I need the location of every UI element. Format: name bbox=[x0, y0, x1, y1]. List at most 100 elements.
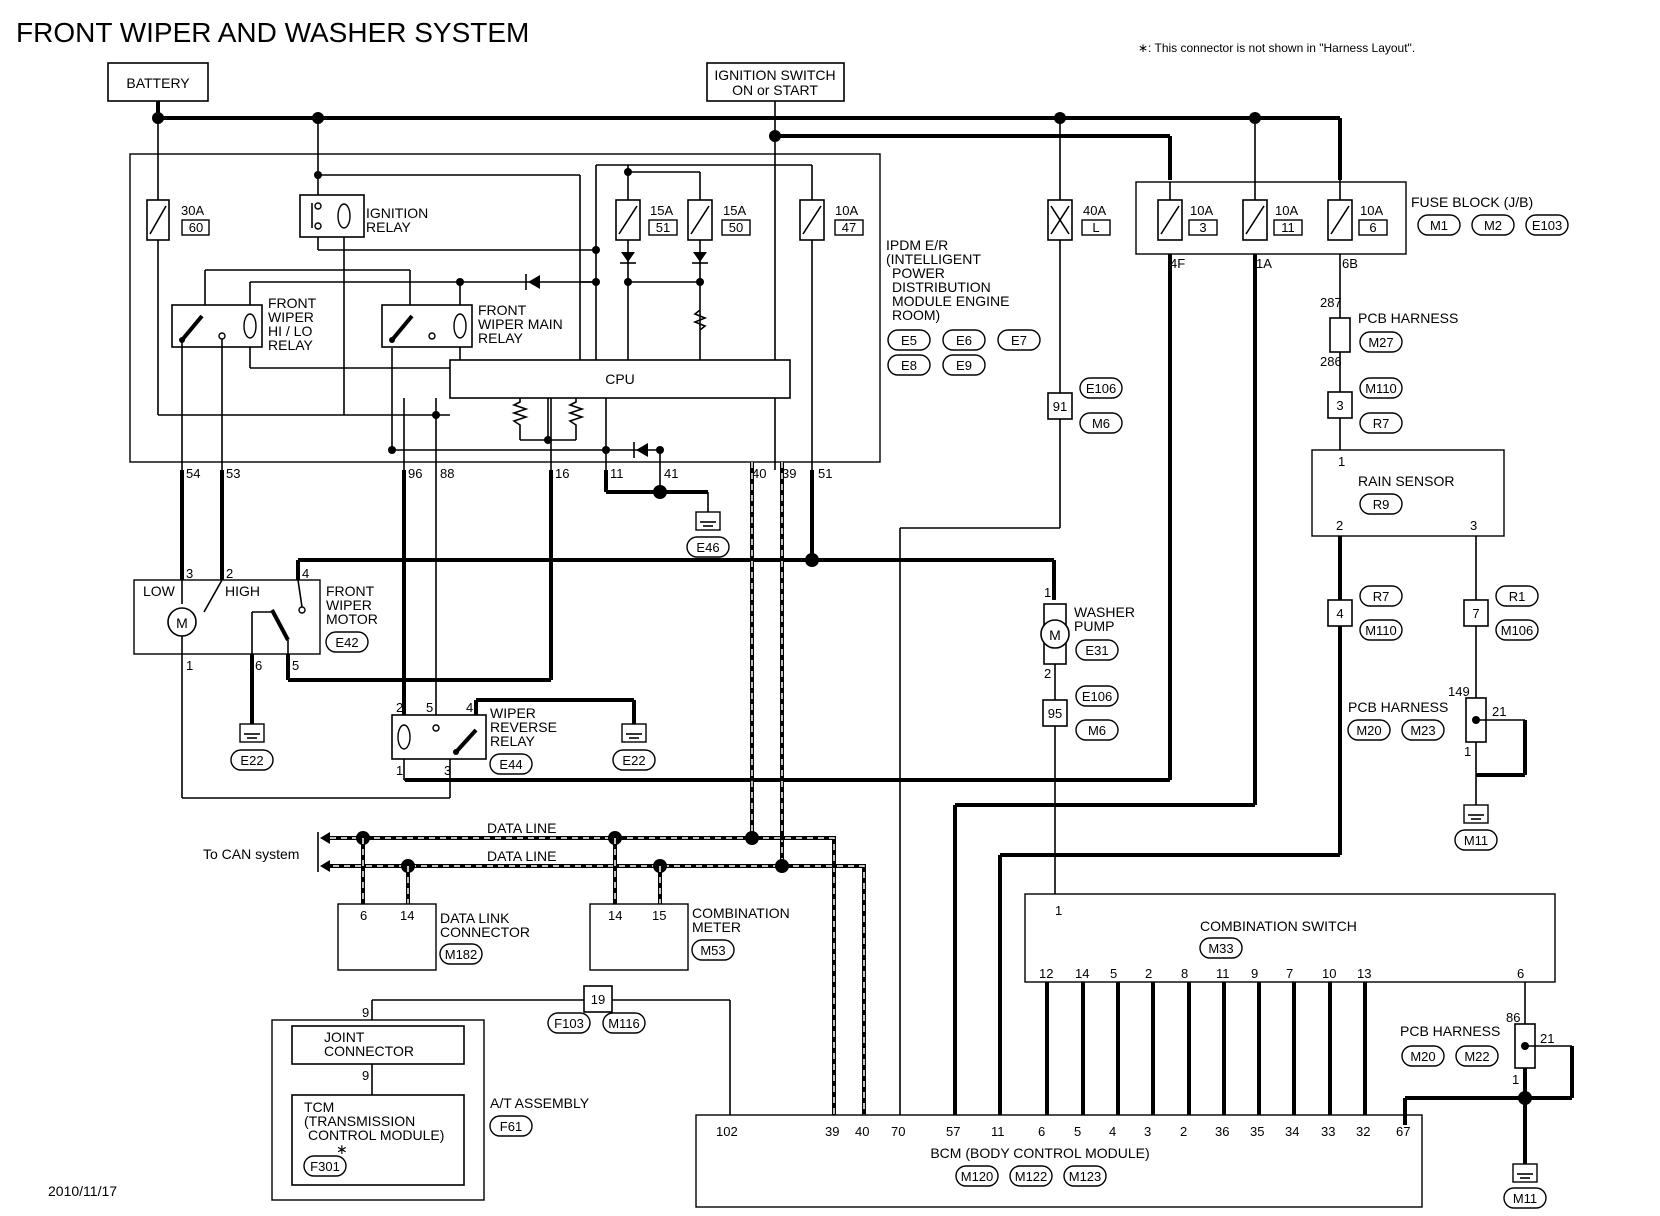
battery-label: BATTERY bbox=[126, 75, 190, 91]
pcb-top-label: PCB HARNESS bbox=[1358, 310, 1458, 326]
joint-19-no: 19 bbox=[591, 992, 605, 1007]
joint-95-c1: E106 bbox=[1082, 689, 1112, 704]
dlc-p2: 14 bbox=[400, 908, 414, 923]
ipdm-label-2: (INTELLIGENT bbox=[886, 251, 981, 267]
ground-e22b-label: E22 bbox=[622, 753, 645, 768]
motor-pin-1: 1 bbox=[186, 658, 193, 673]
cswitch-pin: 13 bbox=[1357, 966, 1371, 981]
cswitch-pin: 6 bbox=[1517, 966, 1524, 981]
rain-p2: 2 bbox=[1336, 518, 1343, 533]
ipdm-pin-11: 11 bbox=[610, 466, 624, 481]
bcm-pin: 4 bbox=[1109, 1124, 1116, 1139]
rain-conn: R9 bbox=[1373, 497, 1390, 512]
dlc-p1: 6 bbox=[360, 908, 367, 923]
bcm-pin: 35 bbox=[1250, 1124, 1264, 1139]
bcm-pin: 2 bbox=[1180, 1124, 1187, 1139]
ignition-label-2: ON or START bbox=[732, 82, 818, 98]
reverse-label-2: REVERSE bbox=[490, 719, 557, 735]
joint-4-c1: R7 bbox=[1373, 589, 1390, 604]
motor-label-1: FRONT bbox=[326, 583, 375, 599]
can-data-lines: To CAN system DATA LINE DATA LINE bbox=[203, 462, 866, 1115]
fuse-51-amp: 15A bbox=[650, 203, 673, 218]
reverse-pin-1: 1 bbox=[396, 763, 403, 778]
reverse-label-1: WIPER bbox=[490, 705, 536, 721]
motor-conn: E42 bbox=[335, 635, 358, 650]
pcb-bot-label: PCB HARNESS bbox=[1400, 1023, 1500, 1039]
tcm-label-1: TCM bbox=[304, 1099, 334, 1115]
fuse-block: 10A 3 10A 11 10A 6 4F 1A 6B FUSE BLOCK (… bbox=[405, 118, 1569, 1115]
ground-e22a-label: E22 bbox=[240, 753, 263, 768]
fuse-block-label: FUSE BLOCK (J/B) bbox=[1411, 194, 1533, 210]
washer-pump: 1 M 2 WASHER PUMP E31 95 E106 M6 bbox=[1040, 585, 1135, 894]
cswitch-label: COMBINATION SWITCH bbox=[1200, 918, 1357, 934]
pcb-mid-p3: 1 bbox=[1464, 744, 1471, 759]
motor-label-3: MOTOR bbox=[326, 611, 378, 627]
can-label: To CAN system bbox=[203, 846, 299, 862]
ignition-relay-label-1: IGNITION bbox=[366, 205, 428, 221]
pcb-bot-c2: M22 bbox=[1464, 1049, 1489, 1064]
dlc-conn: M182 bbox=[445, 947, 478, 962]
bcm-pin: 36 bbox=[1215, 1124, 1229, 1139]
diagram-date: 2010/11/17 bbox=[48, 1183, 117, 1199]
ipdm-pin-53: 53 bbox=[226, 466, 240, 481]
cswitch-pin: 10 bbox=[1322, 966, 1336, 981]
fusible-no: L bbox=[1092, 220, 1099, 235]
pcb-bot-p2: 21 bbox=[1540, 1031, 1554, 1046]
fb-fuse-3-no: 3 bbox=[1199, 220, 1206, 235]
bcm-pin: 3 bbox=[1144, 1124, 1151, 1139]
fuse-51-no: 51 bbox=[656, 220, 670, 235]
motor-m: M bbox=[176, 615, 188, 631]
washer-conn: E31 bbox=[1085, 643, 1108, 658]
main-relay-label-2: WIPER MAIN bbox=[478, 316, 563, 332]
ground-m11b-label: M11 bbox=[1513, 1191, 1537, 1206]
bcm-pin: 6 bbox=[1038, 1124, 1045, 1139]
tcm-conn: F301 bbox=[310, 1159, 340, 1174]
washer-p2: 2 bbox=[1044, 666, 1051, 681]
joint-19-c2: M116 bbox=[608, 1016, 640, 1031]
bcm-pin: 39 bbox=[825, 1124, 839, 1139]
motor-pin-4: 4 bbox=[302, 566, 309, 581]
joint-7-c2: M106 bbox=[1501, 623, 1534, 638]
ipdm-label-6: ROOM) bbox=[892, 307, 940, 323]
hilo-relay-label-2: WIPER bbox=[268, 309, 314, 325]
joint-91-c1: E106 bbox=[1086, 381, 1116, 396]
fb-conn-m1: M1 bbox=[1430, 218, 1448, 233]
bcm-label: BCM (BODY CONTROL MODULE) bbox=[930, 1145, 1149, 1161]
fuse-47-no: 47 bbox=[842, 220, 856, 235]
ground-e46-label: E46 bbox=[696, 540, 719, 555]
meter-label-1: COMBINATION bbox=[692, 905, 790, 921]
bcm-pin: 67 bbox=[1396, 1124, 1410, 1139]
power-bus: BATTERY IGNITION SWITCH ON or START bbox=[107, 62, 1342, 470]
fusible-amp: 40A bbox=[1083, 203, 1106, 218]
at-conn: F61 bbox=[500, 1119, 522, 1134]
meter-conn: M53 bbox=[700, 943, 725, 958]
cswitch-pin: 8 bbox=[1181, 966, 1188, 981]
washer-label-2: PUMP bbox=[1074, 618, 1114, 634]
ipdm-pin-88: 88 bbox=[440, 466, 454, 481]
ipdm-label-4: DISTRIBUTION bbox=[892, 279, 991, 295]
pcb-top-p1: 287 bbox=[1320, 295, 1342, 310]
tcm-star: ∗ bbox=[336, 1141, 348, 1157]
washer-m: M bbox=[1049, 627, 1061, 643]
pcb-top-conn: M27 bbox=[1368, 335, 1393, 350]
pcb-mid-c2: M23 bbox=[1410, 723, 1435, 738]
ipdm-pin-51: 51 bbox=[818, 466, 832, 481]
wiper-reverse-relay: 2 5 4 1 3 E22 WIPER REVERSE RELAY E44 bbox=[391, 470, 656, 798]
ipdm-conn-e7: E7 bbox=[1011, 333, 1027, 348]
meter-p1: 14 bbox=[608, 908, 622, 923]
fusible-link: 40A L 91 E106 M6 bbox=[899, 118, 1123, 1115]
rain-p3: 3 bbox=[1470, 518, 1477, 533]
joint-4-c2: M110 bbox=[1365, 623, 1397, 638]
joint-95-no: 95 bbox=[1048, 706, 1062, 721]
ground-e46: E46 bbox=[604, 470, 730, 558]
ipdm-conn-e5: E5 bbox=[901, 333, 917, 348]
at-p-mid: 9 bbox=[362, 1068, 369, 1083]
fb-pin-1a: 1A bbox=[1256, 256, 1272, 271]
washer-p1: 1 bbox=[1044, 585, 1051, 600]
at-p-top: 9 bbox=[362, 1005, 369, 1020]
motor-pin-3: 3 bbox=[186, 566, 193, 581]
joint-3-no: 3 bbox=[1336, 398, 1343, 413]
at-assembly: JOINT CONNECTOR 9 9 TCM (TRANSMISSION CO… bbox=[271, 985, 731, 1201]
ipdm-conn-e8: E8 bbox=[901, 358, 917, 373]
